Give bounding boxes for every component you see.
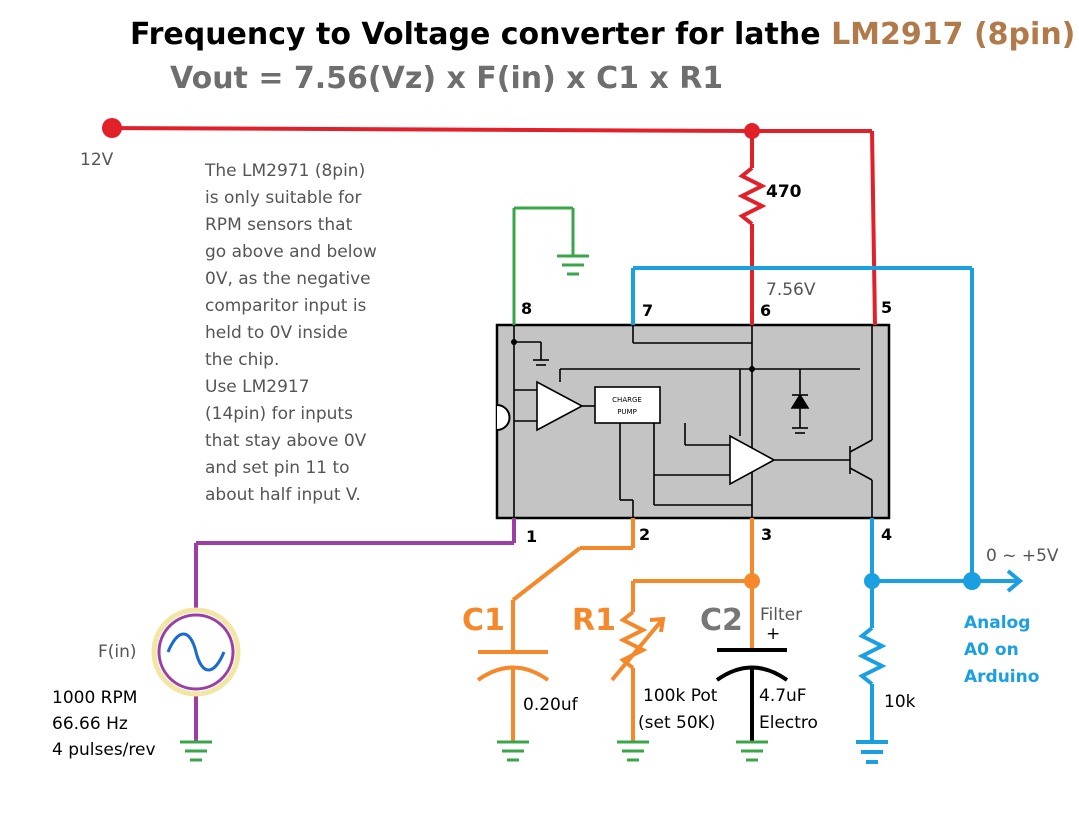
pin-2-label: 2 (639, 525, 651, 544)
pin-6-label: 6 (760, 301, 772, 320)
note-line: about half input V. (205, 485, 361, 505)
pin2-wire (476, 518, 635, 742)
note-line: 0V, as the negative (205, 269, 371, 289)
ic-body (495, 323, 891, 520)
pin3-wire (610, 518, 754, 742)
note-line: The LM2971 (8pin) (205, 161, 366, 181)
rail-junction (744, 123, 760, 139)
c2-label: C2 (700, 603, 743, 638)
title-text: Frequency to Voltage converter for lathe (130, 17, 821, 52)
pin-3-label: 3 (761, 525, 773, 544)
resistor-470-label: 470 (766, 182, 802, 202)
pin3-junction (744, 573, 760, 589)
rpm-info: 66.66 Hz (52, 714, 128, 734)
pin-5-label: 5 (881, 298, 893, 317)
r1-value: 100k Pot (643, 686, 718, 706)
pin-4-label: 4 (881, 525, 893, 544)
pin1-input-wire (194, 518, 516, 612)
pin7-output-wire (631, 266, 974, 581)
note-line: that stay above 0V (205, 431, 367, 451)
note-line: (14pin) for inputs (205, 404, 353, 424)
rail-12v-terminal (102, 118, 122, 138)
charge-pump-label-2: PUMP (617, 408, 637, 416)
output-dest: Arduino (964, 667, 1040, 687)
charge-pump-label-1: CHARGE (612, 396, 642, 404)
pin4-output-wire (856, 518, 1024, 764)
c2-value: 4.7uF (759, 686, 807, 706)
output-junction-a (864, 573, 880, 589)
supply-label: 12V (80, 150, 114, 170)
sine-wave-icon (166, 632, 226, 672)
rpm-info: 4 pulses/rev (52, 740, 156, 760)
title-chip: LM2917 (8pin) (831, 17, 1076, 52)
r1-value: (set 50K) (638, 713, 716, 733)
note-line: RPM sensors that (205, 215, 353, 235)
note-line: and set pin 11 to (205, 458, 350, 478)
pin8-ground-wire (512, 206, 589, 325)
c2-value: Electro (759, 713, 818, 733)
note-line: comparitor input is (205, 296, 367, 316)
note-line: go above and below (205, 242, 377, 262)
r1-label: R1 (572, 603, 616, 638)
output-range: 0 ~ +5V (986, 546, 1059, 566)
output-dest: Analog (964, 613, 1031, 633)
c2-capacitor (715, 648, 789, 742)
rpm-info: 1000 RPM (52, 688, 138, 708)
pin-8-label: 8 (521, 299, 533, 318)
output-junction-b (963, 572, 981, 590)
page-title: Frequency to Voltage converter for lathe… (130, 20, 1075, 50)
c2-plus: + (766, 624, 781, 644)
source-label: F(in) (98, 642, 137, 662)
chip-internals (513, 325, 873, 518)
pin-7-label: 7 (642, 301, 654, 320)
pin-1-label: 1 (526, 527, 538, 546)
c1-label: C1 (462, 603, 505, 638)
note-line: the chip. (205, 350, 280, 370)
formula: Vout = 7.56(Vz) x F(in) x C1 x R1 (170, 61, 724, 96)
note-line: Use LM2917 (205, 377, 310, 397)
c1-value: 0.20uf (523, 695, 578, 715)
ic-notch (496, 404, 511, 431)
r4-value: 10k (884, 692, 916, 712)
note-line: held to 0V inside (205, 323, 348, 343)
note-line: is only suitable for (205, 188, 362, 208)
zener-voltage-label: 7.56V (766, 280, 816, 300)
c2-filter-label: Filter (760, 605, 803, 625)
output-dest: A0 on (964, 640, 1019, 660)
